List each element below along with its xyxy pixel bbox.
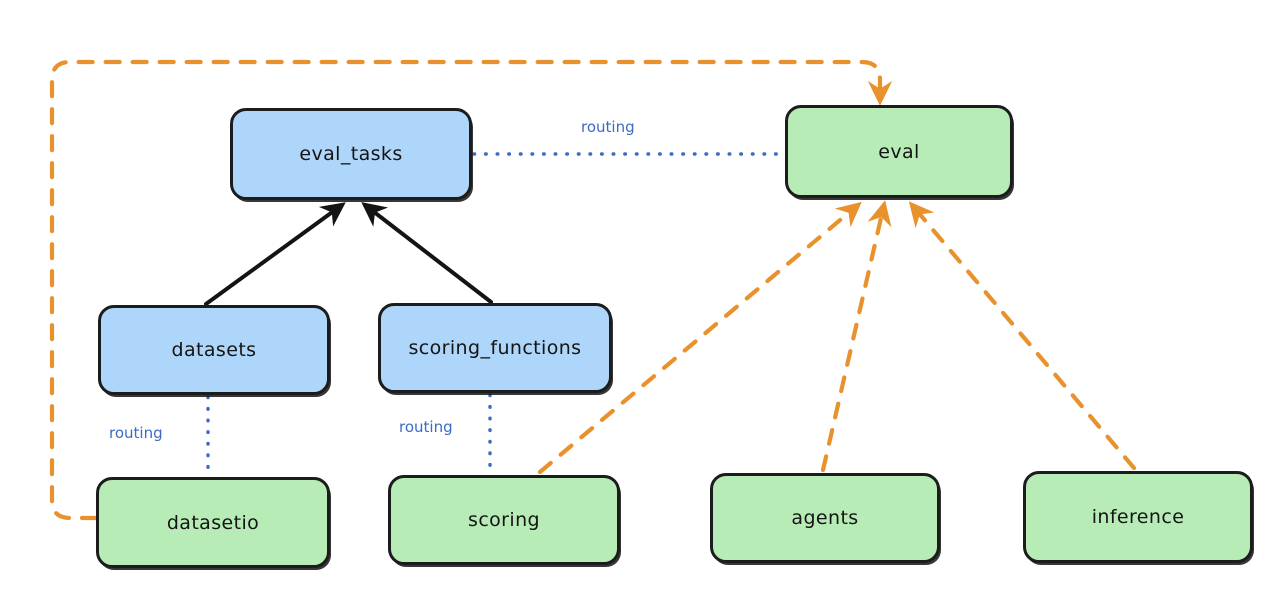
node-eval-tasks[interactable]: eval_tasks [230,108,472,200]
node-label: agents [791,507,859,529]
node-scoring-functions[interactable]: scoring_functions [378,303,612,393]
edge-inference-to-eval [908,201,1137,471]
edge-scoring-functions-to-eval-tasks [361,202,493,304]
node-datasets[interactable]: datasets [98,305,330,395]
node-scoring[interactable]: scoring [388,475,620,565]
node-label: datasets [171,339,257,361]
edge-label-routing-eval-tasks-eval: routing [578,118,638,136]
node-label: scoring [468,509,540,531]
node-label: eval_tasks [299,143,403,165]
edge-agents-to-eval [820,200,892,473]
node-eval[interactable]: eval [785,105,1013,198]
edge-datasets-to-eval-tasks [204,202,346,306]
node-inference[interactable]: inference [1023,471,1253,563]
node-agents[interactable]: agents [710,473,940,563]
edge-label-routing-scoring-functions-scoring: routing [396,418,456,436]
edge-label-routing-datasets-datasetio: routing [106,424,166,442]
node-datasetio[interactable]: datasetio [96,477,330,568]
node-label: scoring_functions [408,337,582,359]
node-label: inference [1091,506,1185,528]
node-label: datasetio [166,511,260,534]
node-label: eval [878,140,920,163]
